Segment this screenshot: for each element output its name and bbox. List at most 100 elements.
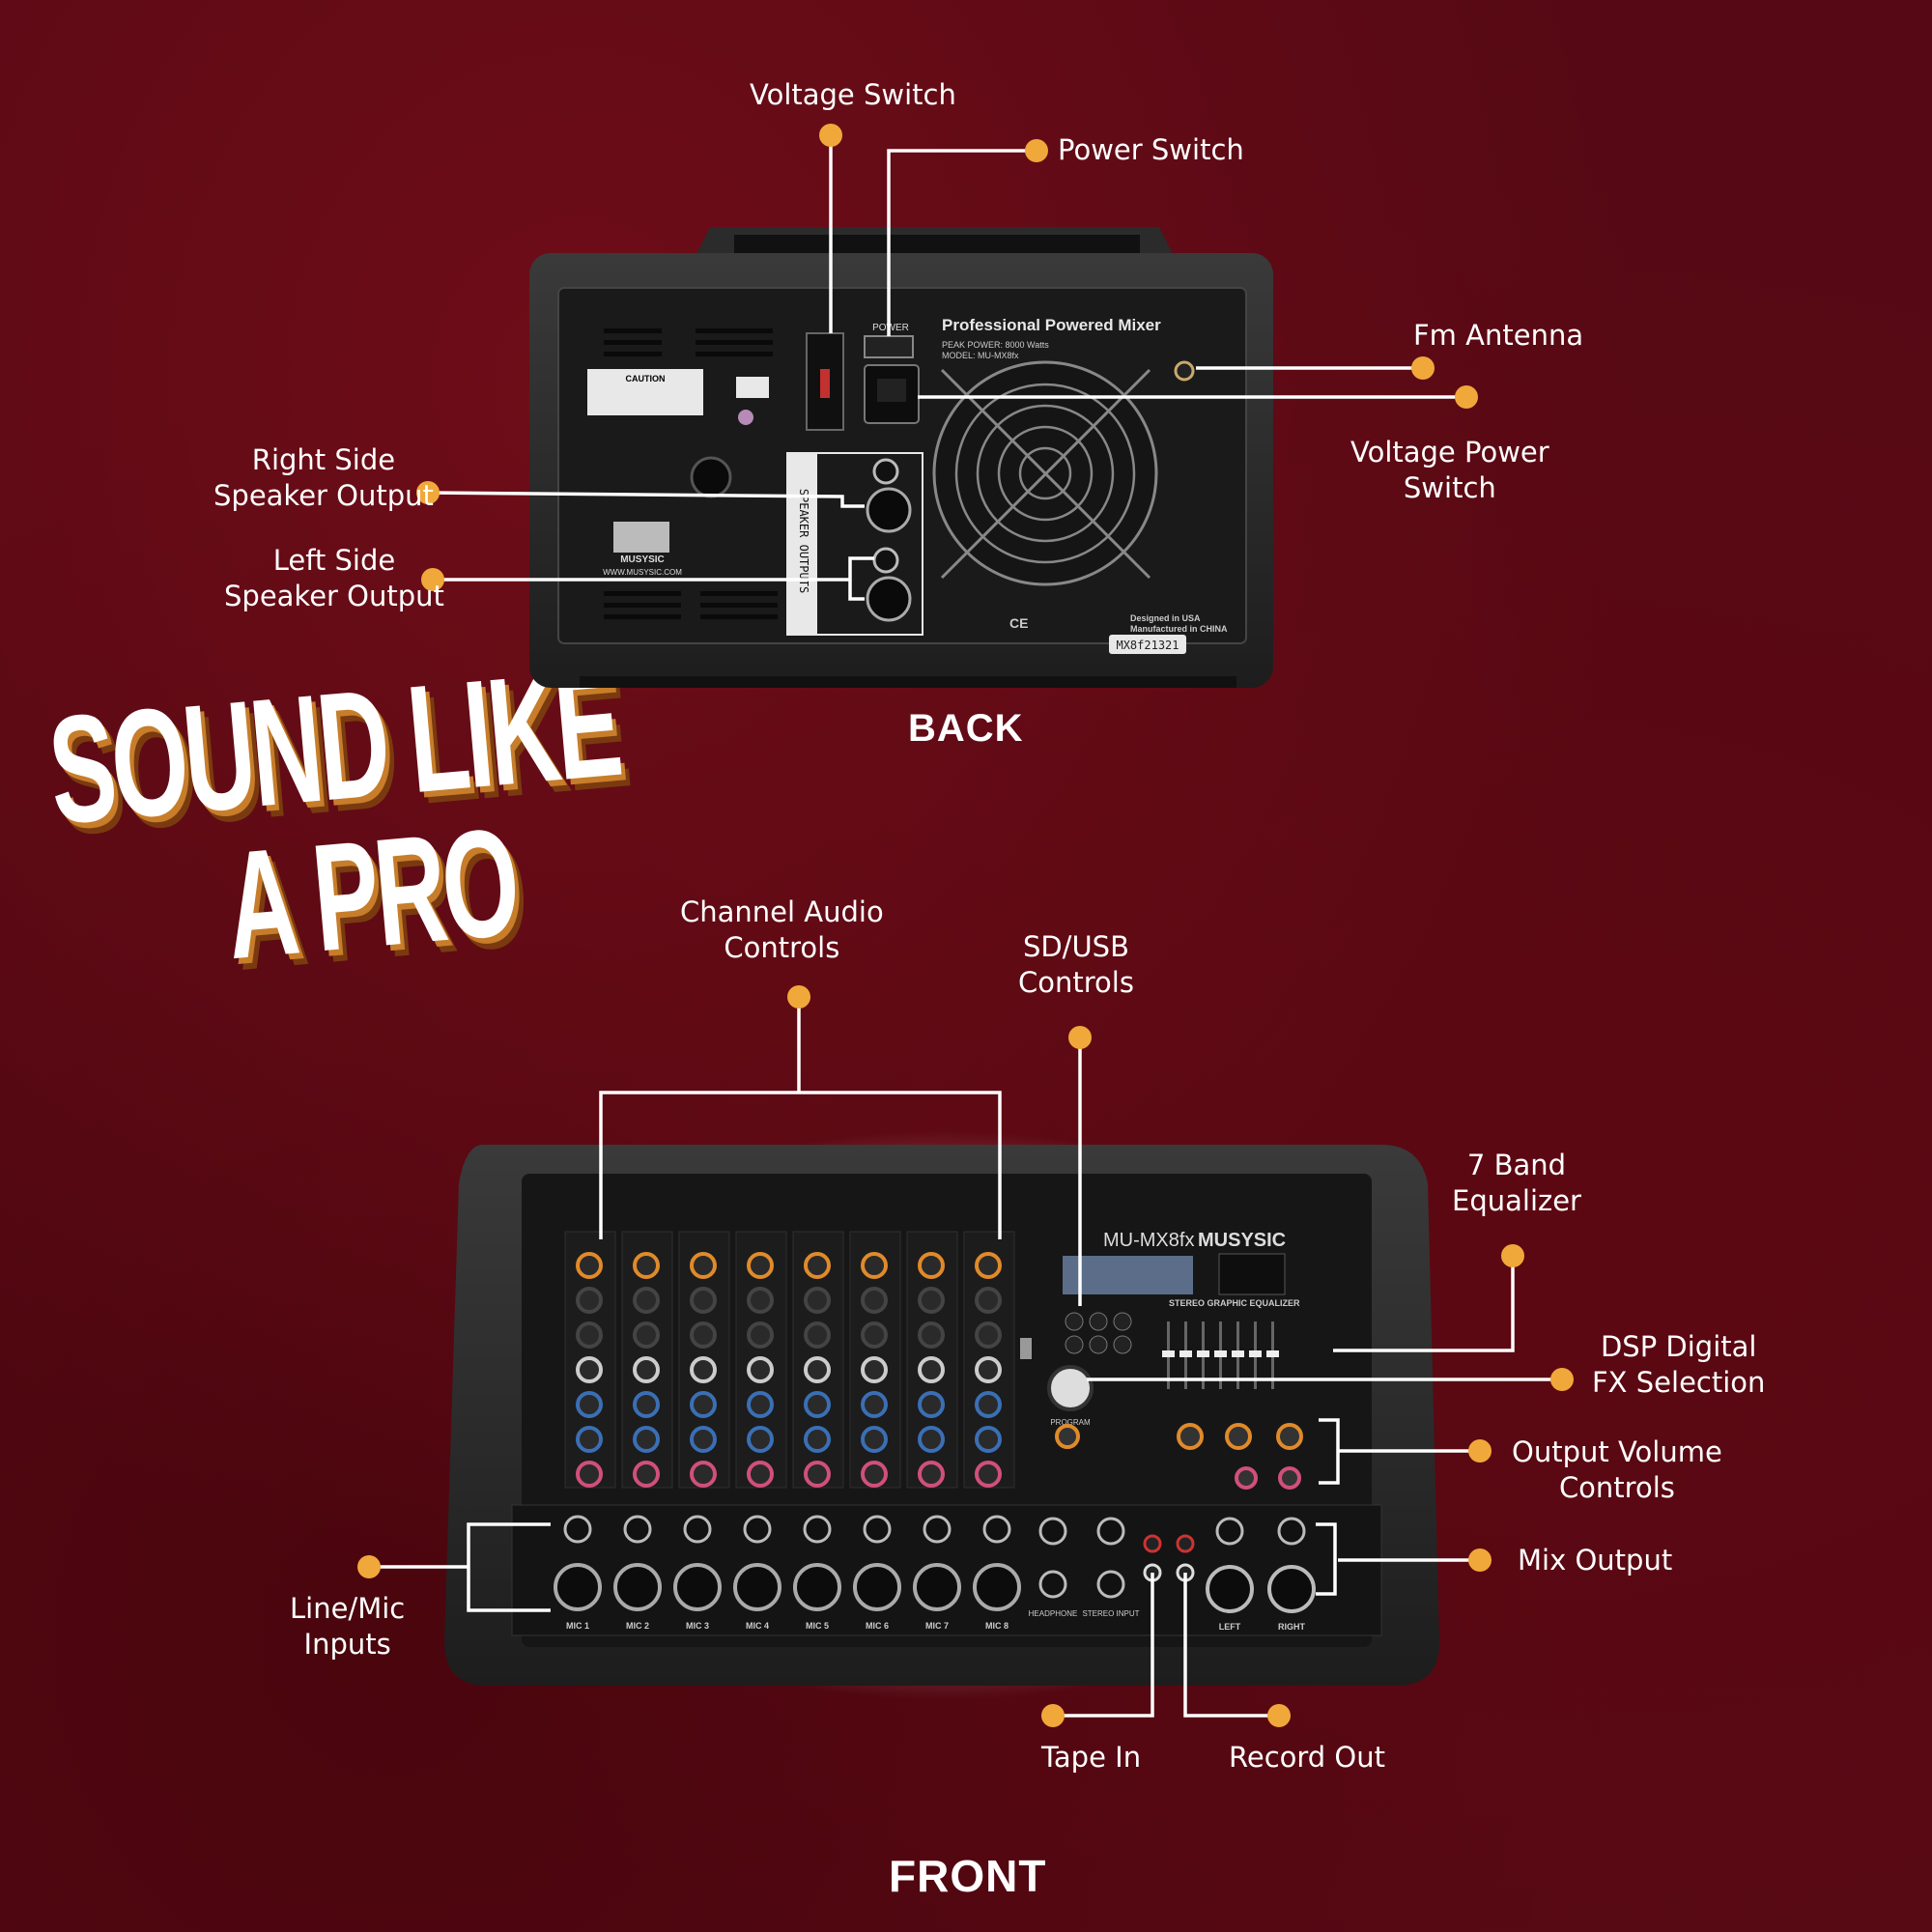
channel-knob[interactable] — [690, 1426, 717, 1453]
channel-knob[interactable] — [804, 1321, 831, 1349]
fm-antenna-connector[interactable] — [1174, 360, 1195, 382]
mic-xlr-input-6[interactable] — [853, 1563, 901, 1611]
usb-port[interactable] — [1020, 1338, 1032, 1359]
program-knob[interactable] — [1047, 1365, 1094, 1411]
channel-knob[interactable] — [861, 1356, 888, 1383]
eq-slider-3[interactable] — [1197, 1350, 1209, 1357]
mic-xlr-input-2[interactable] — [613, 1563, 662, 1611]
record-out-rca-right[interactable] — [1176, 1534, 1195, 1553]
channel-knob[interactable] — [633, 1287, 660, 1314]
channel-knob[interactable] — [975, 1426, 1002, 1453]
left-jack-small[interactable] — [872, 547, 899, 574]
player-button-1[interactable] — [1065, 1312, 1084, 1331]
channel-knob[interactable] — [861, 1287, 888, 1314]
channel-knob[interactable] — [633, 1426, 660, 1453]
channel-knob[interactable] — [690, 1356, 717, 1383]
channel-knob[interactable] — [804, 1461, 831, 1488]
channel-knob[interactable] — [804, 1426, 831, 1453]
mix-out-jack-right[interactable] — [1277, 1517, 1306, 1546]
line-input-jack-1[interactable] — [563, 1515, 592, 1544]
eq-slider-7[interactable] — [1266, 1350, 1279, 1357]
mix-out-xlr-left[interactable] — [1206, 1565, 1254, 1613]
player-button-2[interactable] — [1089, 1312, 1108, 1331]
eq-slider-2[interactable] — [1179, 1350, 1192, 1357]
channel-knob[interactable] — [576, 1356, 603, 1383]
parameter-knob[interactable] — [1055, 1424, 1080, 1449]
channel-knob[interactable] — [633, 1391, 660, 1418]
channel-knob[interactable] — [690, 1391, 717, 1418]
headphone-jack[interactable] — [1038, 1570, 1067, 1599]
channel-knob[interactable] — [576, 1321, 603, 1349]
channel-knob[interactable] — [633, 1461, 660, 1488]
right-vol-knob[interactable] — [1276, 1423, 1303, 1450]
channel-knob[interactable] — [633, 1356, 660, 1383]
channel-knob[interactable] — [804, 1252, 831, 1279]
tape-in-rca-right[interactable] — [1143, 1534, 1162, 1553]
channel-knob[interactable] — [576, 1252, 603, 1279]
channel-knob[interactable] — [576, 1287, 603, 1314]
eq-slider-5[interactable] — [1232, 1350, 1244, 1357]
tape-vol-knob[interactable] — [1235, 1466, 1258, 1490]
channel-knob[interactable] — [975, 1321, 1002, 1349]
mic-xlr-input-4[interactable] — [733, 1563, 781, 1611]
line-input-jack-6[interactable] — [863, 1515, 892, 1544]
channel-knob[interactable] — [975, 1391, 1002, 1418]
stereo-input-jack[interactable] — [1096, 1570, 1125, 1599]
eq-slider-1[interactable] — [1162, 1350, 1175, 1357]
channel-knob[interactable] — [918, 1321, 945, 1349]
mix-out-xlr-right[interactable] — [1267, 1565, 1316, 1613]
channel-knob[interactable] — [633, 1321, 660, 1349]
channel-knob[interactable] — [690, 1321, 717, 1349]
channel-knob[interactable] — [804, 1287, 831, 1314]
left-speakon-output[interactable] — [866, 576, 912, 622]
left-vol-knob[interactable] — [1225, 1423, 1252, 1450]
channel-knob[interactable] — [804, 1356, 831, 1383]
line-input-jack-3[interactable] — [683, 1515, 712, 1544]
mix-out-jack-left[interactable] — [1215, 1517, 1244, 1546]
channel-knob[interactable] — [747, 1426, 774, 1453]
mic-xlr-input-3[interactable] — [673, 1563, 722, 1611]
right-jack-small[interactable] — [872, 458, 899, 485]
send-jack[interactable] — [1038, 1517, 1067, 1546]
channel-knob[interactable] — [747, 1287, 774, 1314]
headphone-vol-knob[interactable] — [1278, 1466, 1301, 1490]
power-switch[interactable] — [864, 335, 914, 358]
channel-knob[interactable] — [918, 1461, 945, 1488]
channel-knob[interactable] — [690, 1461, 717, 1488]
channel-knob[interactable] — [861, 1426, 888, 1453]
channel-knob[interactable] — [804, 1391, 831, 1418]
line-input-jack-7[interactable] — [923, 1515, 952, 1544]
player-button-6[interactable] — [1113, 1335, 1132, 1354]
channel-knob[interactable] — [861, 1461, 888, 1488]
channel-knob[interactable] — [918, 1391, 945, 1418]
mic-xlr-input-1[interactable] — [554, 1563, 602, 1611]
channel-knob[interactable] — [975, 1356, 1002, 1383]
line-input-jack-2[interactable] — [623, 1515, 652, 1544]
player-button-3[interactable] — [1113, 1312, 1132, 1331]
player-button-4[interactable] — [1065, 1335, 1084, 1354]
channel-knob[interactable] — [918, 1356, 945, 1383]
channel-knob[interactable] — [576, 1391, 603, 1418]
eq-slider-6[interactable] — [1249, 1350, 1262, 1357]
channel-knob[interactable] — [747, 1356, 774, 1383]
channel-knob[interactable] — [861, 1252, 888, 1279]
channel-knob[interactable] — [747, 1391, 774, 1418]
return-jack[interactable] — [1096, 1517, 1125, 1546]
right-speakon-output[interactable] — [866, 487, 912, 533]
line-input-jack-4[interactable] — [743, 1515, 772, 1544]
channel-knob[interactable] — [975, 1287, 1002, 1314]
channel-knob[interactable] — [690, 1287, 717, 1314]
channel-knob[interactable] — [918, 1426, 945, 1453]
channel-knob[interactable] — [690, 1252, 717, 1279]
channel-knob[interactable] — [918, 1287, 945, 1314]
channel-knob[interactable] — [975, 1252, 1002, 1279]
channel-knob[interactable] — [576, 1426, 603, 1453]
channel-knob[interactable] — [576, 1461, 603, 1488]
channel-knob[interactable] — [633, 1252, 660, 1279]
usb-vol-knob[interactable] — [1177, 1423, 1204, 1450]
mic-xlr-input-8[interactable] — [973, 1563, 1021, 1611]
eq-slider-4[interactable] — [1214, 1350, 1227, 1357]
line-input-jack-8[interactable] — [982, 1515, 1011, 1544]
player-button-5[interactable] — [1089, 1335, 1108, 1354]
channel-knob[interactable] — [747, 1321, 774, 1349]
